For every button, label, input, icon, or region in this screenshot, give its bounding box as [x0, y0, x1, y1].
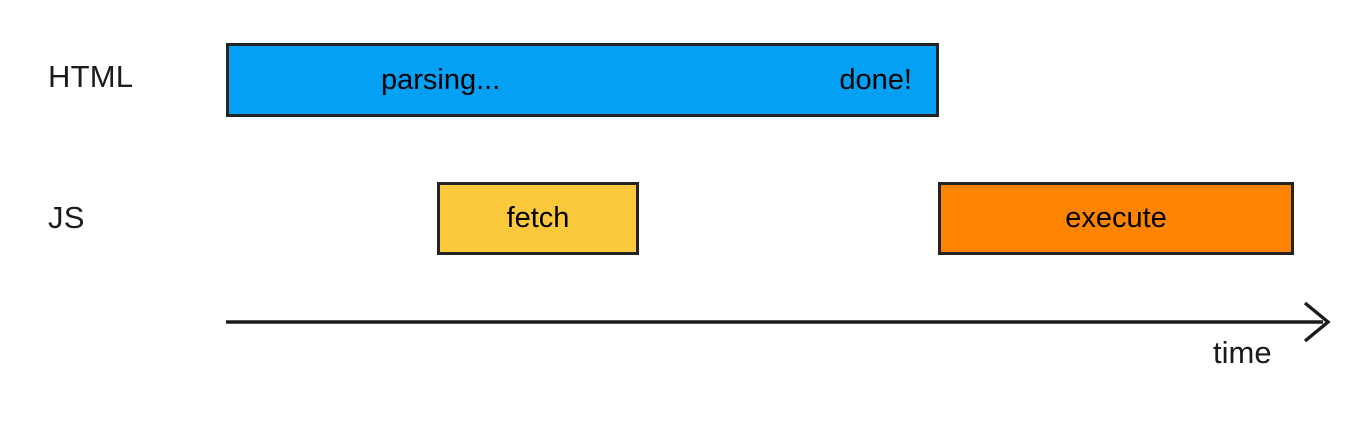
row-label-js: JS [48, 200, 85, 235]
bar-html-parsing-right-text: done! [839, 63, 912, 96]
row-label-html: HTML [48, 59, 134, 94]
time-axis-label: time [1213, 335, 1272, 370]
bar-html-parsing: parsing... done! [226, 43, 939, 117]
bar-js-execute-text: execute [1065, 202, 1167, 234]
bar-js-fetch-text: fetch [506, 202, 570, 234]
bar-html-parsing-left-text: parsing... [381, 63, 501, 96]
bar-js-fetch: fetch [437, 182, 639, 255]
bar-js-execute: execute [938, 182, 1294, 255]
time-axis-arrow-right-icon [226, 301, 1331, 343]
